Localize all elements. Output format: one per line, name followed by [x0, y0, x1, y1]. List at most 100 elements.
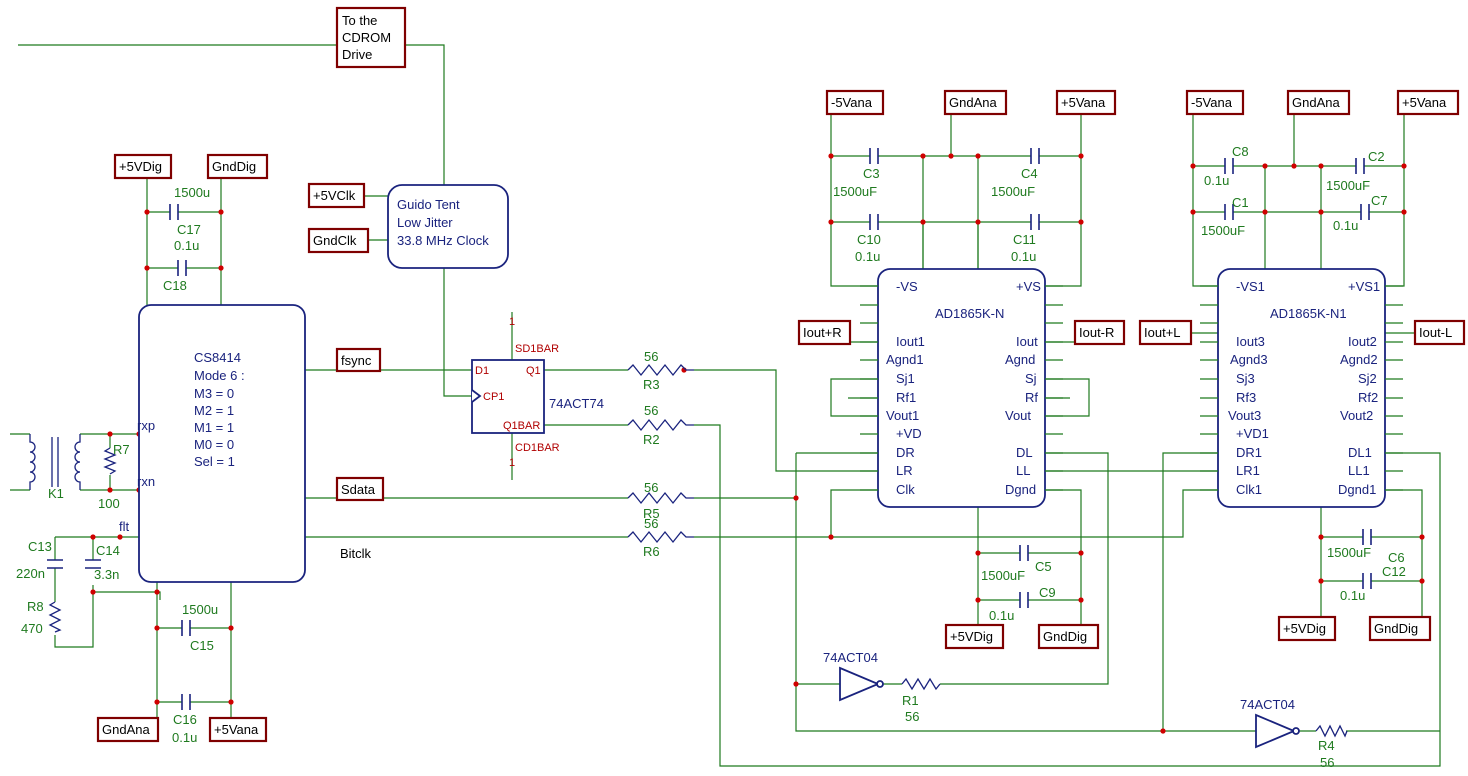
- c15-value: 1500u: [182, 602, 218, 617]
- r2-name: R2: [643, 432, 660, 447]
- dac1-right-pin: Rf: [1025, 390, 1038, 405]
- c8-name: C8: [1232, 144, 1249, 159]
- r5-value: 56: [644, 480, 658, 495]
- c12-name: C12: [1382, 564, 1406, 579]
- dac1-right-pin: LL: [1016, 463, 1030, 478]
- dac1-left-pin: Sj1: [896, 371, 915, 386]
- port-dac1-vdig: +5VDig: [950, 629, 993, 644]
- clock-edge-icon: [471, 389, 482, 403]
- r1-name: R1: [902, 693, 919, 708]
- c4-value: 1500uF: [991, 184, 1035, 199]
- dac1-left-pin: Rf1: [896, 390, 916, 405]
- cdrom-port-line3: Drive: [342, 47, 372, 62]
- c14-name: C14: [96, 543, 120, 558]
- c8-value: 0.1u: [1204, 173, 1229, 188]
- dac2-left-pin: +VD1: [1236, 426, 1269, 441]
- inverter-1-name: 74ACT04: [823, 650, 878, 665]
- clock-module: [387, 184, 509, 269]
- clock-line-2: Low Jitter: [397, 215, 453, 230]
- r4-value: 56: [1320, 755, 1334, 770]
- c3-value: 1500uF: [833, 184, 877, 199]
- receiver-line-2: Mode 6 :: [194, 368, 245, 383]
- c16-name: C16: [173, 712, 197, 727]
- c9-name: C9: [1039, 585, 1056, 600]
- port-gnddig-top: GndDig: [212, 159, 256, 174]
- ff-one-bottom: 1: [509, 457, 515, 469]
- r7-value: 100: [98, 496, 120, 511]
- r5-name: R5: [643, 506, 660, 521]
- r3-value: 56: [644, 349, 658, 364]
- c2-name: C2: [1368, 149, 1385, 164]
- c18-value: 0.1u: [174, 238, 199, 253]
- port-dac1-gnd: GndAna: [949, 95, 997, 110]
- dac2-right-pin: Vout2: [1340, 408, 1373, 423]
- port-dac2-neg: -5Vana: [1191, 95, 1233, 110]
- ff-one-top: 1: [509, 316, 515, 328]
- dac-pin-stubs: [860, 285, 1403, 491]
- ff-pin-q1: Q1: [526, 365, 541, 377]
- port-iout-pos-r: Iout+R: [803, 325, 842, 340]
- dac2-ad1865k-n1: [1217, 268, 1386, 508]
- dac1-left-pin: LR: [896, 463, 913, 478]
- dac1-ad1865k-n: [877, 268, 1046, 508]
- c16-value: 0.1u: [172, 730, 197, 745]
- cdrom-port-line2: CDROM: [342, 30, 391, 45]
- c11-name: C11: [1013, 232, 1036, 247]
- k1-name: K1: [48, 486, 64, 501]
- receiver-line-7: Sel = 1: [194, 454, 235, 469]
- port-dac2-gnddig: GndDig: [1374, 621, 1418, 636]
- c2-value: 1500uF: [1326, 178, 1370, 193]
- c18-name: C18: [163, 278, 187, 293]
- port-gndclk: GndClk: [313, 233, 357, 248]
- port-fsync: fsync: [341, 353, 372, 368]
- dac2-left-pin: Iout3: [1236, 334, 1265, 349]
- dac1-right-pin: Sj: [1025, 371, 1037, 386]
- dac2-left-pin: Sj3: [1236, 371, 1255, 386]
- dac1-left-pin: Vout1: [886, 408, 919, 423]
- inverter-2-name: 74ACT04: [1240, 697, 1295, 712]
- c6-value: 1500uF: [1327, 545, 1371, 560]
- r7-name: R7: [113, 442, 130, 457]
- dac2-right-pin: +VS1: [1348, 279, 1380, 294]
- port-dac1-pos: +5Vana: [1061, 95, 1106, 110]
- c1-name: C1: [1232, 195, 1249, 210]
- dac2-left-pin: Vout3: [1228, 408, 1261, 423]
- r6-name: R6: [643, 544, 660, 559]
- dac2-right-pin: LL1: [1348, 463, 1370, 478]
- dac2-right-pin: Dgnd1: [1338, 482, 1376, 497]
- dac2-right-pin: Agnd2: [1340, 352, 1378, 367]
- ff-pin-d1: D1: [475, 365, 489, 377]
- ff-name: 74ACT74: [549, 396, 604, 411]
- dac1-name: AD1865K-N: [935, 306, 1004, 321]
- dac1-left-pin: Agnd1: [886, 352, 924, 367]
- dac1-left-pin: Iout1: [896, 334, 925, 349]
- resistor-symbols: [48, 363, 1348, 738]
- c15-name: C15: [190, 638, 214, 653]
- dac1-left-pin: -VS: [896, 279, 918, 294]
- ff-pin-sd1bar: SD1BAR: [515, 343, 559, 355]
- dac2-name: AD1865K-N1: [1270, 306, 1347, 321]
- port-iout-pos-l: Iout+L: [1144, 325, 1181, 340]
- c7-name: C7: [1371, 193, 1388, 208]
- port-dac2-pos: +5Vana: [1402, 95, 1447, 110]
- port-dac2-vdig: +5VDig: [1283, 621, 1326, 636]
- dac2-right-pin: Sj2: [1358, 371, 1377, 386]
- dac1-right-pin: Iout: [1016, 334, 1038, 349]
- clock-line-1: Guido Tent: [397, 197, 460, 212]
- receiver-line-4: M2 = 1: [194, 403, 234, 418]
- r6-value: 56: [644, 516, 658, 531]
- c13-value: 220n: [16, 566, 45, 581]
- ff-pin-q1bar: Q1BAR: [503, 420, 540, 432]
- c13-name: C13: [28, 539, 52, 554]
- dac2-left-pin: -VS1: [1236, 279, 1265, 294]
- dac1-right-pin: Dgnd: [1005, 482, 1036, 497]
- c6-name: C6: [1388, 550, 1405, 565]
- c12-value: 0.1u: [1340, 588, 1365, 603]
- dac1-left-pin: Clk: [896, 482, 915, 497]
- c3-name: C3: [863, 166, 880, 181]
- c17-value: 1500u: [174, 185, 210, 200]
- r4-name: R4: [1318, 738, 1335, 753]
- dac1-left-pin: DR: [896, 445, 915, 460]
- r8-name: R8: [27, 599, 44, 614]
